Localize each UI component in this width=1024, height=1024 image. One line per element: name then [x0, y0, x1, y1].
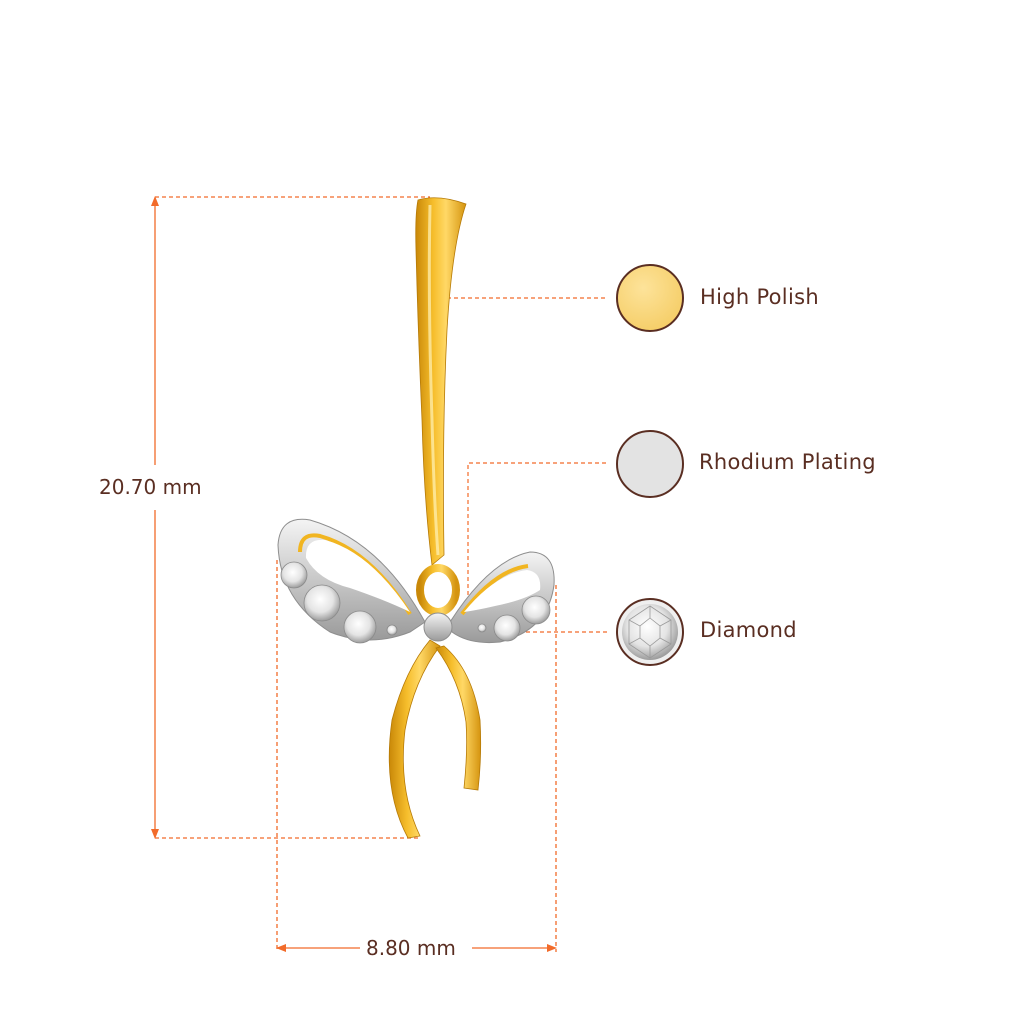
center-knot: [423, 612, 453, 642]
diamond-label: Diamond: [700, 618, 797, 642]
left-ribbon-tail: [388, 639, 441, 839]
diamond-swatch-icon: [616, 598, 684, 666]
high-polish-label: High Polish: [700, 285, 819, 309]
height-dimension-label: 20.70 mm: [97, 475, 204, 499]
jump-ring: [416, 564, 460, 616]
right-diamonds: [477, 595, 551, 642]
rhodium-plating-label: Rhodium Plating: [699, 450, 876, 474]
width-dimension: [276, 560, 557, 952]
width-dimension-label: 8.80 mm: [364, 936, 458, 960]
rhodium-plating-swatch-icon: [616, 430, 684, 498]
height-dimension: [151, 196, 430, 839]
gold-stem: [415, 197, 467, 566]
left-diamonds: [280, 561, 398, 644]
high-polish-swatch-icon: [616, 264, 684, 332]
right-ribbon-tail: [435, 645, 482, 791]
